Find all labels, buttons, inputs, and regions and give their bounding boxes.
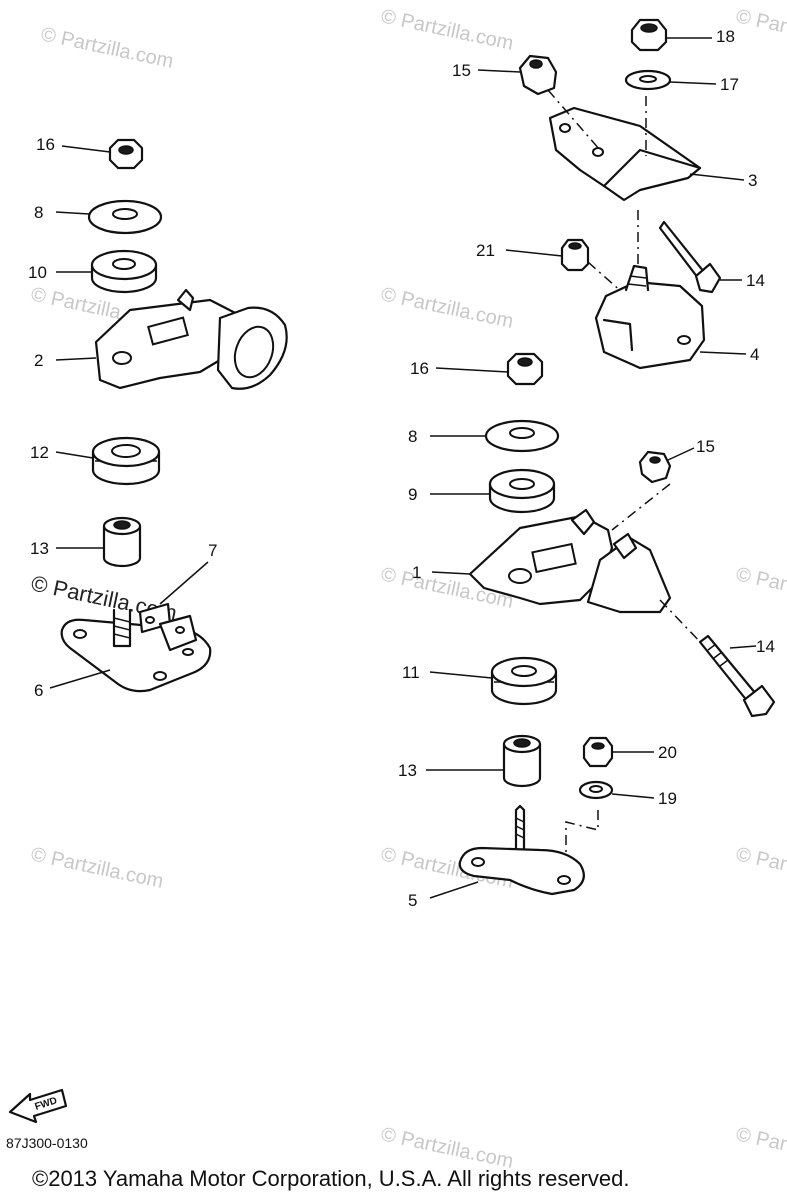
part-15-damper-top: 15 [452,54,558,96]
callout-19: 19 [658,789,677,808]
callout-11: 11 [402,663,420,682]
callout-10: 10 [28,263,47,282]
callout-7: 7 [208,541,217,560]
part-14-bolt-top: 14 [637,210,765,294]
part-7-stay: 7 [138,541,217,652]
callout-6: 6 [34,681,43,700]
part-15-damper-mid: 15 [611,437,715,531]
part-8-washer-left: 8 [34,199,163,235]
callout-13-left: 13 [30,539,49,558]
part-13-collar-right: 13 [398,734,542,788]
part-17-washer: 17 [624,69,739,94]
watermark: © Partzilla.com [379,283,515,333]
part-9-damper: 9 [408,468,556,514]
part-16-nut-right: 16 [410,352,544,386]
watermark: © Partzilla.com [734,843,787,893]
callout-13-right: 13 [398,761,417,780]
part-10-damper: 10 [28,249,158,294]
callout-14-mid: 14 [756,637,775,656]
callout-1: 1 [412,563,421,582]
callout-20: 20 [658,743,677,762]
callout-8-right: 8 [408,427,417,446]
callout-5: 5 [408,891,417,910]
callout-21: 21 [476,241,495,260]
callout-8-left: 8 [34,203,43,222]
fwd-arrow-icon: FWD [8,1088,68,1124]
callout-17: 17 [720,75,739,94]
part-4-mount: 4 [594,264,759,370]
callout-18: 18 [716,27,735,46]
part-8-washer-right: 8 [408,419,560,453]
callout-16-left: 16 [36,135,55,154]
part-3-bracket: 3 [547,89,757,202]
callout-4: 4 [750,345,759,364]
callout-3: 3 [748,171,757,190]
part-13-collar-left: 13 [30,516,142,568]
part-12-damper: 12 [30,436,161,486]
part-5-plate: 5 [408,804,585,910]
part-2-bracket: 2 [34,288,288,390]
callout-16-right: 16 [410,359,429,378]
part-1-bracket: 1 [412,508,705,647]
part-11-damper: 11 [402,656,558,706]
callout-15-mid: 15 [696,437,715,456]
part-14-bolt-mid: 14 [698,634,776,718]
watermark: © Partzilla.com [734,1123,787,1173]
watermark: © Partzilla.com [734,563,787,613]
callout-12: 12 [30,443,49,462]
part-20-nut: 20 [582,736,677,768]
drawing-code: 87J300-0130 [6,1135,88,1151]
callout-2: 2 [34,351,43,370]
watermark: © Partzilla.com [39,23,175,73]
watermark: © Partzilla.com [734,5,787,55]
copyright-notice: ©2013 Yamaha Motor Corporation, U.S.A. A… [32,1166,629,1191]
callout-14-top: 14 [746,271,765,290]
part-16-nut-left: 16 [36,135,144,170]
watermark: © Partzilla.com [379,5,515,55]
part-19-washer: 19 [565,780,677,866]
part-18-nut: 18 [630,18,735,52]
callout-15-top: 15 [452,61,471,80]
callout-9: 9 [408,485,417,504]
watermark: © Partzilla.com [29,843,165,893]
